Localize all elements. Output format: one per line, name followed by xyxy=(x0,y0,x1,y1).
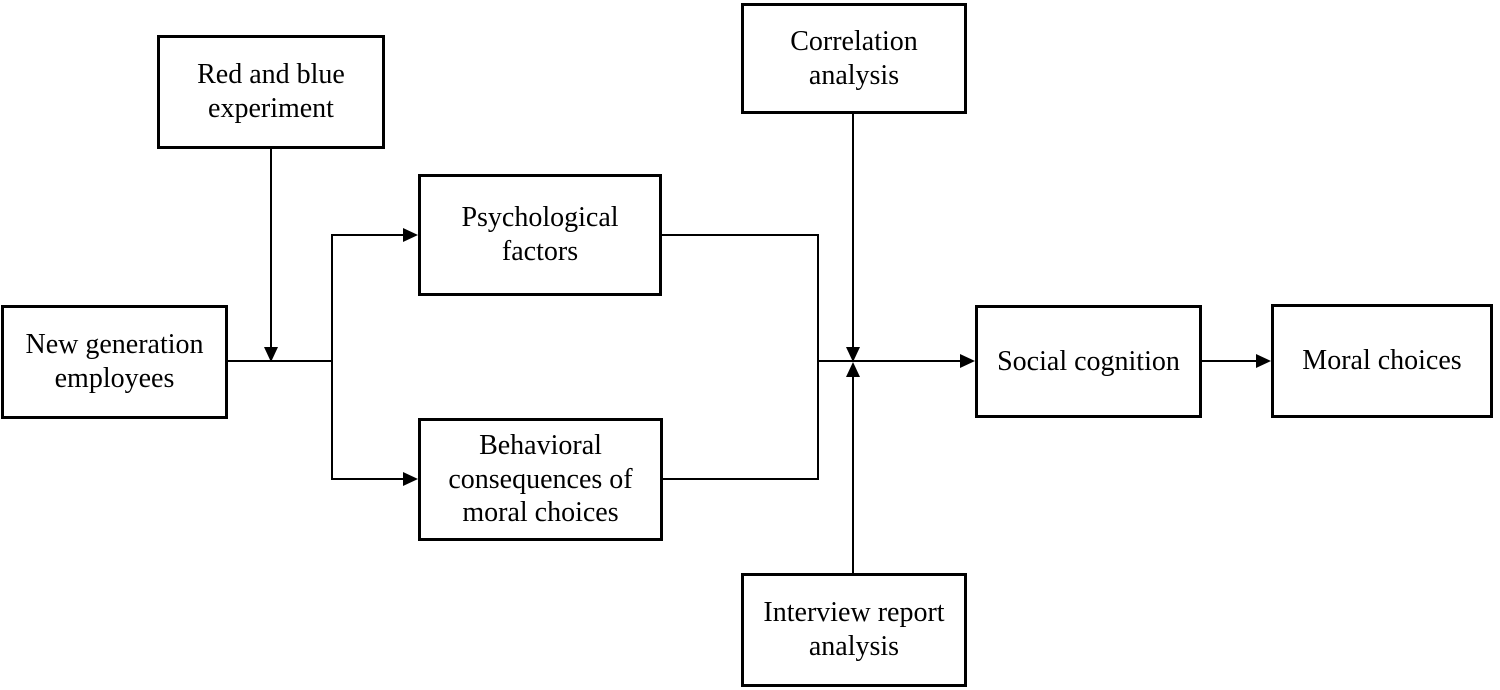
edge-interview-rise-line xyxy=(852,376,854,573)
node-correlation-analysis: Correlation analysis xyxy=(741,3,967,114)
node-red-and-blue-experiment-label: Red and blue experiment xyxy=(197,59,345,124)
edge-merge-vertical-line xyxy=(817,234,819,480)
arrowhead-up-interview-icon xyxy=(846,362,860,377)
arrowhead-down-correlation-icon xyxy=(846,347,860,362)
edge-branch-vertical-line xyxy=(331,234,333,480)
node-new-generation-employees-label: New generation employees xyxy=(25,329,204,394)
edge-correlation-drop-line xyxy=(852,114,854,348)
edge-branch-to-psych-line xyxy=(332,234,404,236)
arrowhead-right-social-icon xyxy=(960,354,975,368)
node-correlation-analysis-label: Correlation analysis xyxy=(790,25,918,91)
node-moral-choices-label: Moral choices xyxy=(1302,345,1462,377)
arrowhead-right-behav-icon xyxy=(403,472,418,486)
node-social-cognition: Social cognition xyxy=(975,305,1202,418)
node-new-generation-employees: New generation employees xyxy=(1,305,228,419)
node-behavioral-consequences: Behavioral consequences of moral choices xyxy=(418,418,663,541)
arrowhead-right-moral-icon xyxy=(1256,354,1271,368)
arrowhead-right-psych-icon xyxy=(403,228,418,242)
edge-social-to-moral-line xyxy=(1202,360,1258,362)
arrowhead-down-redblue-icon xyxy=(264,347,278,362)
node-red-and-blue-experiment: Red and blue experiment xyxy=(157,35,385,149)
edge-redblue-drop-line xyxy=(270,149,272,348)
node-moral-choices: Moral choices xyxy=(1271,304,1493,418)
node-interview-report-analysis-label: Interview report analysis xyxy=(763,597,945,662)
edge-branch-to-behav-line xyxy=(332,478,404,480)
edge-merge-to-social-line xyxy=(817,360,962,362)
node-interview-report-analysis: Interview report analysis xyxy=(741,573,967,687)
node-social-cognition-label: Social cognition xyxy=(997,345,1180,377)
edge-newgen-out-line xyxy=(228,360,332,362)
node-psychological-factors: Psychological factors xyxy=(418,174,662,296)
node-behavioral-consequences-label: Behavioral consequences of moral choices xyxy=(448,430,633,529)
edge-behav-out-line xyxy=(662,478,819,480)
node-psychological-factors-label: Psychological factors xyxy=(461,202,619,267)
edge-psych-out-line xyxy=(662,234,819,236)
